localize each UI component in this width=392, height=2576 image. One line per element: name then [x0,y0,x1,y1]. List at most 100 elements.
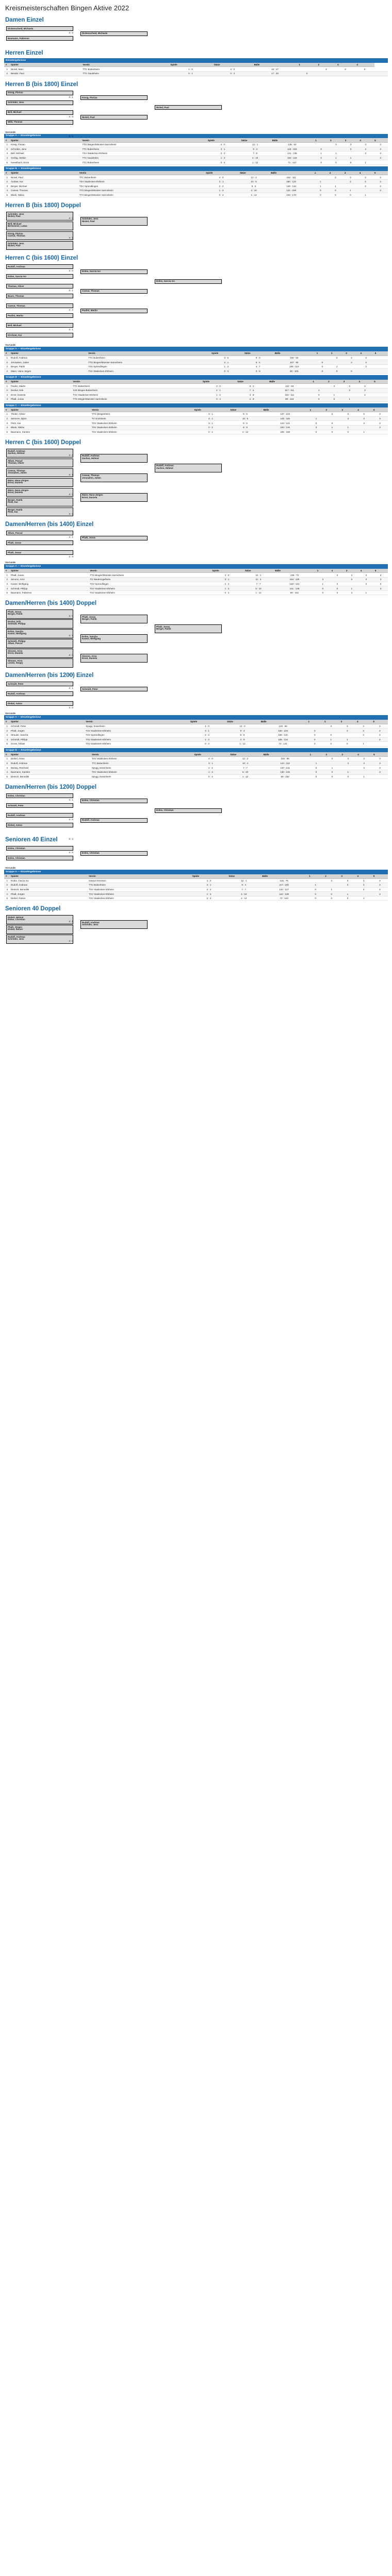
table-cell: 131 : 158 [269,188,313,193]
table-cell: 6 : 4 [242,360,273,365]
table-cell: Diebel, Rainer [9,896,88,901]
table-cell: 3 [330,355,345,361]
bracket-slot-partner: Kastor, Wolfgang [8,632,27,635]
table-cell: 0 [339,741,355,747]
bracket-score: 3 : 1 [69,799,73,802]
bracket-slot: Caesar, Thomas [6,303,73,309]
table-cell: 0 : 4 [192,430,229,435]
table-cell [372,388,388,393]
table-cell: 3 [344,590,359,596]
cross-column-header: 2 [326,379,342,384]
table-cell: 17 : 33 [252,71,298,76]
table-cell: 80 : 161 [273,590,316,596]
table-cell: 3 [4,765,9,770]
results-table-caption: Gruppe B — Einzelergebnisse [4,375,388,380]
section-title-damen-einzel: Damen Einzel [5,17,44,23]
table-cell: 3 [355,724,372,729]
table-cell: 3 [339,883,356,888]
table-cell [328,147,344,152]
table-cell: 3 [4,733,9,738]
column-header: Spiele [169,62,213,67]
column-header: Spieler [9,379,72,384]
results-table-caption: Gruppe A — Einzelergebnisse [4,133,388,139]
bracket-score: 3 : 2 [69,309,73,312]
table-cell: TSV Stadecken-Elsheim [90,430,193,435]
table-cell: 4 [4,891,9,896]
table-cell: 80 : 152 [262,774,308,779]
column-header: Spieler [9,752,90,757]
table-cell [315,572,330,578]
table-cell: 1 [328,156,344,161]
column-header: Spiele [190,874,227,879]
column-header: Spieler [9,408,90,413]
table-cell [340,765,356,770]
table-cell: 1 [4,412,9,417]
table-cell: SJK Bingen-Bubenheim [71,388,201,393]
table-cell [373,355,388,361]
table-cell: 3 [372,425,388,430]
table-cell: 3 [357,388,373,393]
cross-column-header: 4 [358,351,373,356]
cross-column-header: 5 [371,720,388,724]
table-cell [343,151,358,156]
table-cell: 3 [343,147,358,152]
table-cell: 4 : 7 [242,364,273,369]
bracket-score: 3 : 0 [69,269,73,273]
cross-column-header: 2 [324,752,340,757]
table-cell: TTG Bingen/Münster-Sarmsheim [87,360,210,365]
table-cell: 5 [4,160,9,165]
table-cell: Maier, Hans-Jürgen [9,368,87,374]
table-cell: König, Florian [9,142,81,147]
table-cell: 3 [341,383,357,388]
table-cell: 3 [356,756,372,761]
table-cell: Andrae, Kai [9,179,78,184]
cross-column-header: 2 [324,408,340,413]
cross-column-header: 3 [344,351,359,356]
column-header: Bälle [269,171,313,176]
table-cell: 118 : 102 [270,147,314,152]
table-cell: 0 [323,896,340,901]
table-cell: TTC Bubenheim [77,175,205,180]
table-cell: 7 : 7 [243,582,274,587]
table-cell: 3 [358,147,373,152]
table-cell: 0 [308,774,324,779]
cross-column-header: 3 [340,408,356,413]
bracket-score: 3 : 2 [69,634,73,637]
table-cell: 4 : 0 [204,175,238,180]
table-cell: 3 [371,891,388,896]
bracket-slot: Schmidt, Peter [6,682,73,687]
table-cell: 3 : 0 [209,355,243,361]
table-cell: 1 : 12 [228,774,262,779]
table-cell: Berger, Patrik [9,364,87,369]
table-cell: 1 : 3 [188,737,226,742]
column-header: Spieler [9,874,88,879]
table-cell: 5 [4,193,9,198]
table-cell: 1 [4,175,9,180]
bracket-slot: Bell, Michael [6,323,73,328]
bracket-score: 3 : 0 [69,454,73,457]
column-header: Verein [81,62,169,67]
cross-column-header: 5 [373,138,388,143]
table-cell: 3 [358,355,373,361]
column-header: Sätze [243,568,274,573]
table-cell: 144 : 112 [262,761,308,766]
results-table-caption: Gruppe A — Einzelergebnisse [4,564,388,569]
table-cell: Ernst, Daniela [9,393,72,398]
bracket-slot: Erdes, Christian [6,856,73,861]
table-cell: TTC Bubenheim [80,147,206,152]
table-cell: 7 : 4 [236,388,268,393]
table-cell: 1 [314,151,329,156]
table-cell [313,175,328,180]
column-header: Verein [87,351,210,356]
